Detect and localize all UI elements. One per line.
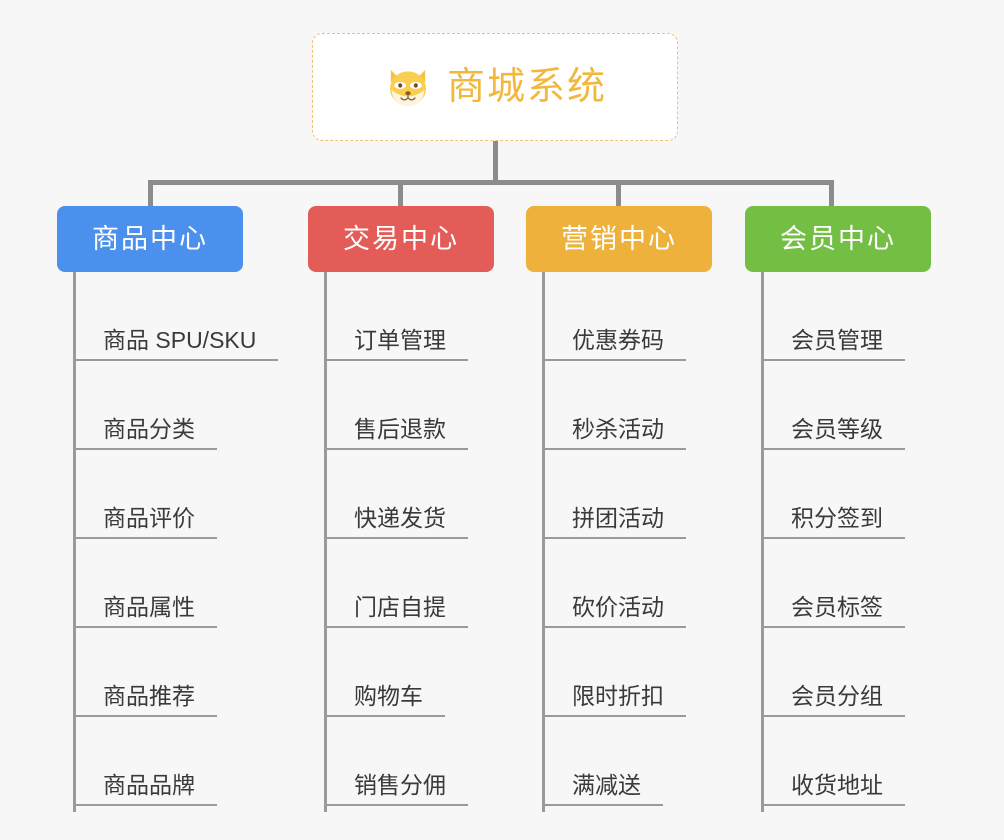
connector-stem — [493, 141, 498, 183]
list-item[interactable]: 快递发货 — [324, 450, 514, 539]
list-item-label: 订单管理 — [324, 329, 468, 361]
list-item-label: 秒杀活动 — [542, 418, 686, 450]
column-spine — [324, 272, 327, 812]
column-body-4: 会员管理 会员等级 积分签到 会员标签 会员分组 收货地址 — [761, 272, 951, 812]
list-item-label: 售后退款 — [324, 418, 468, 450]
column-header-label: 商品中心 — [92, 223, 208, 254]
column-header-label: 营销中心 — [561, 223, 677, 254]
list-item[interactable]: 门店自提 — [324, 539, 514, 628]
shiba-dog-icon — [390, 69, 426, 108]
list-item[interactable]: 秒杀活动 — [542, 361, 732, 450]
list-item-label: 会员分组 — [761, 685, 905, 717]
column-header-label: 交易中心 — [343, 223, 459, 254]
list-item[interactable]: 商品推荐 — [73, 628, 283, 717]
list-item-label: 门店自提 — [324, 596, 468, 628]
column-spine — [761, 272, 764, 812]
list-item-label: 商品属性 — [73, 596, 217, 628]
list-item[interactable]: 会员分组 — [761, 628, 951, 717]
list-item-label: 商品分类 — [73, 418, 217, 450]
connector-drop-4 — [829, 180, 834, 208]
column-item-list: 优惠券码 秒杀活动 拼团活动 砍价活动 限时折扣 满减送 — [542, 272, 732, 806]
list-item-label: 购物车 — [324, 685, 445, 717]
list-item-label: 优惠券码 — [542, 329, 686, 361]
root-node[interactable]: 商城系统 — [312, 33, 678, 141]
connector-drop-3 — [616, 180, 621, 208]
list-item[interactable]: 优惠券码 — [542, 272, 732, 361]
root-title: 商城系统 — [446, 66, 607, 108]
list-item[interactable]: 商品评价 — [73, 450, 283, 539]
list-item[interactable]: 商品属性 — [73, 539, 283, 628]
list-item[interactable]: 积分签到 — [761, 450, 951, 539]
list-item[interactable]: 商品品牌 — [73, 717, 283, 806]
list-item-label: 满减送 — [542, 774, 663, 806]
column-spine — [73, 272, 76, 812]
list-item[interactable]: 满减送 — [542, 717, 732, 806]
list-item[interactable]: 会员管理 — [761, 272, 951, 361]
list-item-label: 商品 SPU/SKU — [73, 329, 279, 361]
list-item-label: 商品推荐 — [73, 685, 217, 717]
list-item-label: 会员管理 — [761, 329, 905, 361]
list-item[interactable]: 售后退款 — [324, 361, 514, 450]
list-item-label: 会员标签 — [761, 596, 905, 628]
list-item[interactable]: 砍价活动 — [542, 539, 732, 628]
list-item[interactable]: 会员等级 — [761, 361, 951, 450]
column-header-交易中心[interactable]: 交易中心 — [308, 206, 494, 272]
column-item-list: 订单管理 售后退款 快递发货 门店自提 购物车 销售分佣 — [324, 272, 514, 806]
connector-drop-2 — [398, 180, 403, 208]
list-item-label: 积分签到 — [761, 507, 905, 539]
list-item[interactable]: 限时折扣 — [542, 628, 732, 717]
column-header-label: 会员中心 — [780, 223, 896, 254]
list-item[interactable]: 会员标签 — [761, 539, 951, 628]
column-header-营销中心[interactable]: 营销中心 — [526, 206, 712, 272]
list-item-label: 销售分佣 — [324, 774, 468, 806]
column-header-商品中心[interactable]: 商品中心 — [57, 206, 243, 272]
list-item[interactable]: 销售分佣 — [324, 717, 514, 806]
list-item-label: 会员等级 — [761, 418, 905, 450]
list-item[interactable]: 商品分类 — [73, 361, 283, 450]
column-body-3: 优惠券码 秒杀活动 拼团活动 砍价活动 限时折扣 满减送 — [542, 272, 732, 812]
column-body-1: 商品 SPU/SKU 商品分类 商品评价 商品属性 商品推荐 商品品牌 — [73, 272, 283, 812]
column-body-2: 订单管理 售后退款 快递发货 门店自提 购物车 销售分佣 — [324, 272, 514, 812]
list-item[interactable]: 拼团活动 — [542, 450, 732, 539]
list-item-label: 砍价活动 — [542, 596, 686, 628]
column-item-list: 商品 SPU/SKU 商品分类 商品评价 商品属性 商品推荐 商品品牌 — [73, 272, 283, 806]
list-item-label: 商品品牌 — [73, 774, 217, 806]
column-item-list: 会员管理 会员等级 积分签到 会员标签 会员分组 收货地址 — [761, 272, 951, 806]
column-header-会员中心[interactable]: 会员中心 — [745, 206, 931, 272]
list-item-label: 收货地址 — [761, 774, 905, 806]
list-item-label: 拼团活动 — [542, 507, 686, 539]
connector-drop-1 — [148, 180, 153, 208]
list-item[interactable]: 收货地址 — [761, 717, 951, 806]
list-item-label: 限时折扣 — [542, 685, 686, 717]
list-item-label: 快递发货 — [324, 507, 468, 539]
list-item[interactable]: 商品 SPU/SKU — [73, 272, 283, 361]
list-item[interactable]: 订单管理 — [324, 272, 514, 361]
column-spine — [542, 272, 545, 812]
connector-bar — [148, 180, 834, 185]
list-item[interactable]: 购物车 — [324, 628, 514, 717]
list-item-label: 商品评价 — [73, 507, 217, 539]
